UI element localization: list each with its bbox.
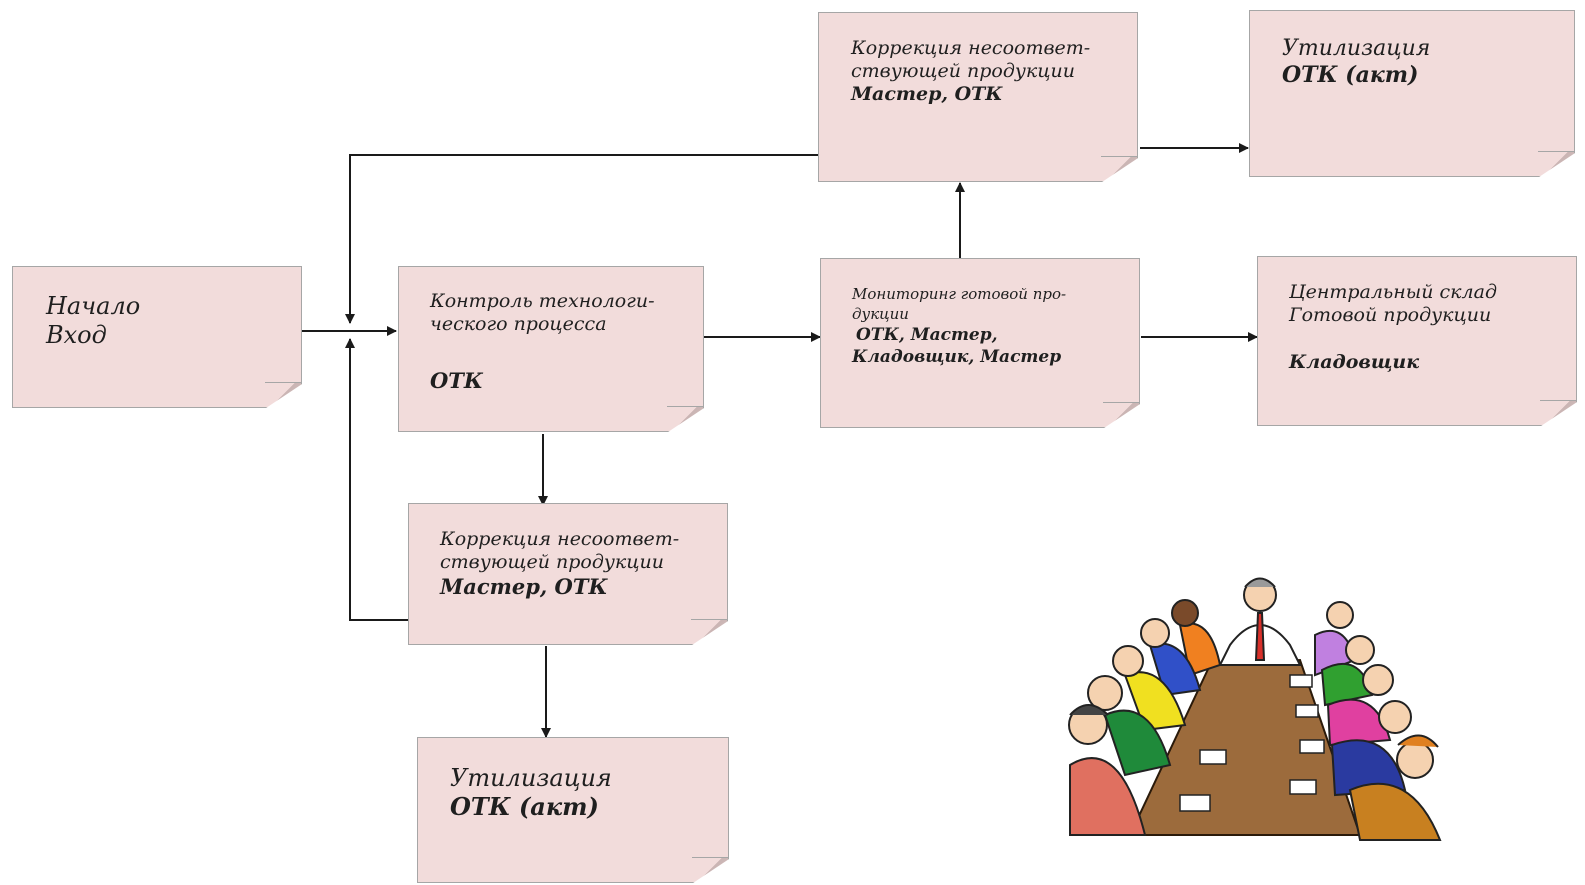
correction-bottom-line1: Коррекция несоответ- — [440, 528, 680, 550]
meeting-table-clipart-icon — [1068, 577, 1442, 841]
node-start — [12, 266, 302, 408]
node-monitoring-text: Мониторинг готовой про- дукции ОТК, Маст… — [852, 285, 1066, 368]
monitoring-owner1: ОТК, Мастер, — [856, 325, 998, 345]
control-owner: ОТК — [430, 367, 484, 393]
node-warehouse-text: Центральный склад Готовой продукции Клад… — [1289, 281, 1497, 373]
start-line2: Вход — [46, 320, 107, 349]
node-correction-bottom — [408, 503, 728, 645]
node-correction-bottom-text: Коррекция несоответ- ствующей продукции … — [440, 528, 679, 599]
monitoring-owner2: Кладовщик, Мастер — [852, 347, 1062, 368]
correction-bottom-line2: ствующей продукции — [440, 550, 664, 573]
correction-top-owner: Мастер, ОТК — [851, 82, 1003, 105]
node-start-text: Начало Вход — [46, 292, 140, 350]
loop-bottom-correction-to-control — [345, 338, 412, 621]
control-line1: Контроль технологи- — [430, 290, 655, 312]
disposal-bottom-owner: ОТК (акт) — [450, 791, 599, 821]
disposal-bottom-line1: Утилизация — [450, 764, 612, 792]
node-warehouse — [1257, 256, 1577, 426]
node-disposal-top-text: Утилизация ОТК (акт) — [1282, 36, 1430, 89]
warehouse-line2: Готовой продукции — [1289, 303, 1492, 326]
node-correction-top-text: Коррекция несоответ- ствующей продукции … — [851, 37, 1090, 105]
correction-bottom-owner: Мастер, ОТК — [440, 573, 608, 599]
node-disposal-bottom — [417, 737, 729, 883]
node-disposal-bottom-text: Утилизация ОТК (акт) — [450, 764, 612, 822]
start-line1: Начало — [46, 292, 141, 320]
warehouse-line1: Центральный склад — [1289, 281, 1497, 303]
warehouse-owner: Кладовщик — [1289, 350, 1420, 373]
disposal-top-line1: Утилизация — [1282, 36, 1431, 61]
monitoring-line2: дукции — [852, 304, 909, 323]
correction-top-line1: Коррекция несоответ- — [851, 37, 1091, 59]
loop-top-correction-to-control — [345, 154, 822, 324]
node-correction-top — [818, 12, 1138, 182]
node-process-control-text: Контроль технологи- ческого процесса ОТК — [430, 290, 654, 393]
monitoring-line1: Мониторинг готовой про- — [852, 285, 1067, 303]
correction-top-line2: ствующей продукции — [851, 59, 1075, 82]
control-line2: ческого процесса — [430, 312, 607, 335]
disposal-top-owner: ОТК (акт) — [1282, 62, 1419, 89]
